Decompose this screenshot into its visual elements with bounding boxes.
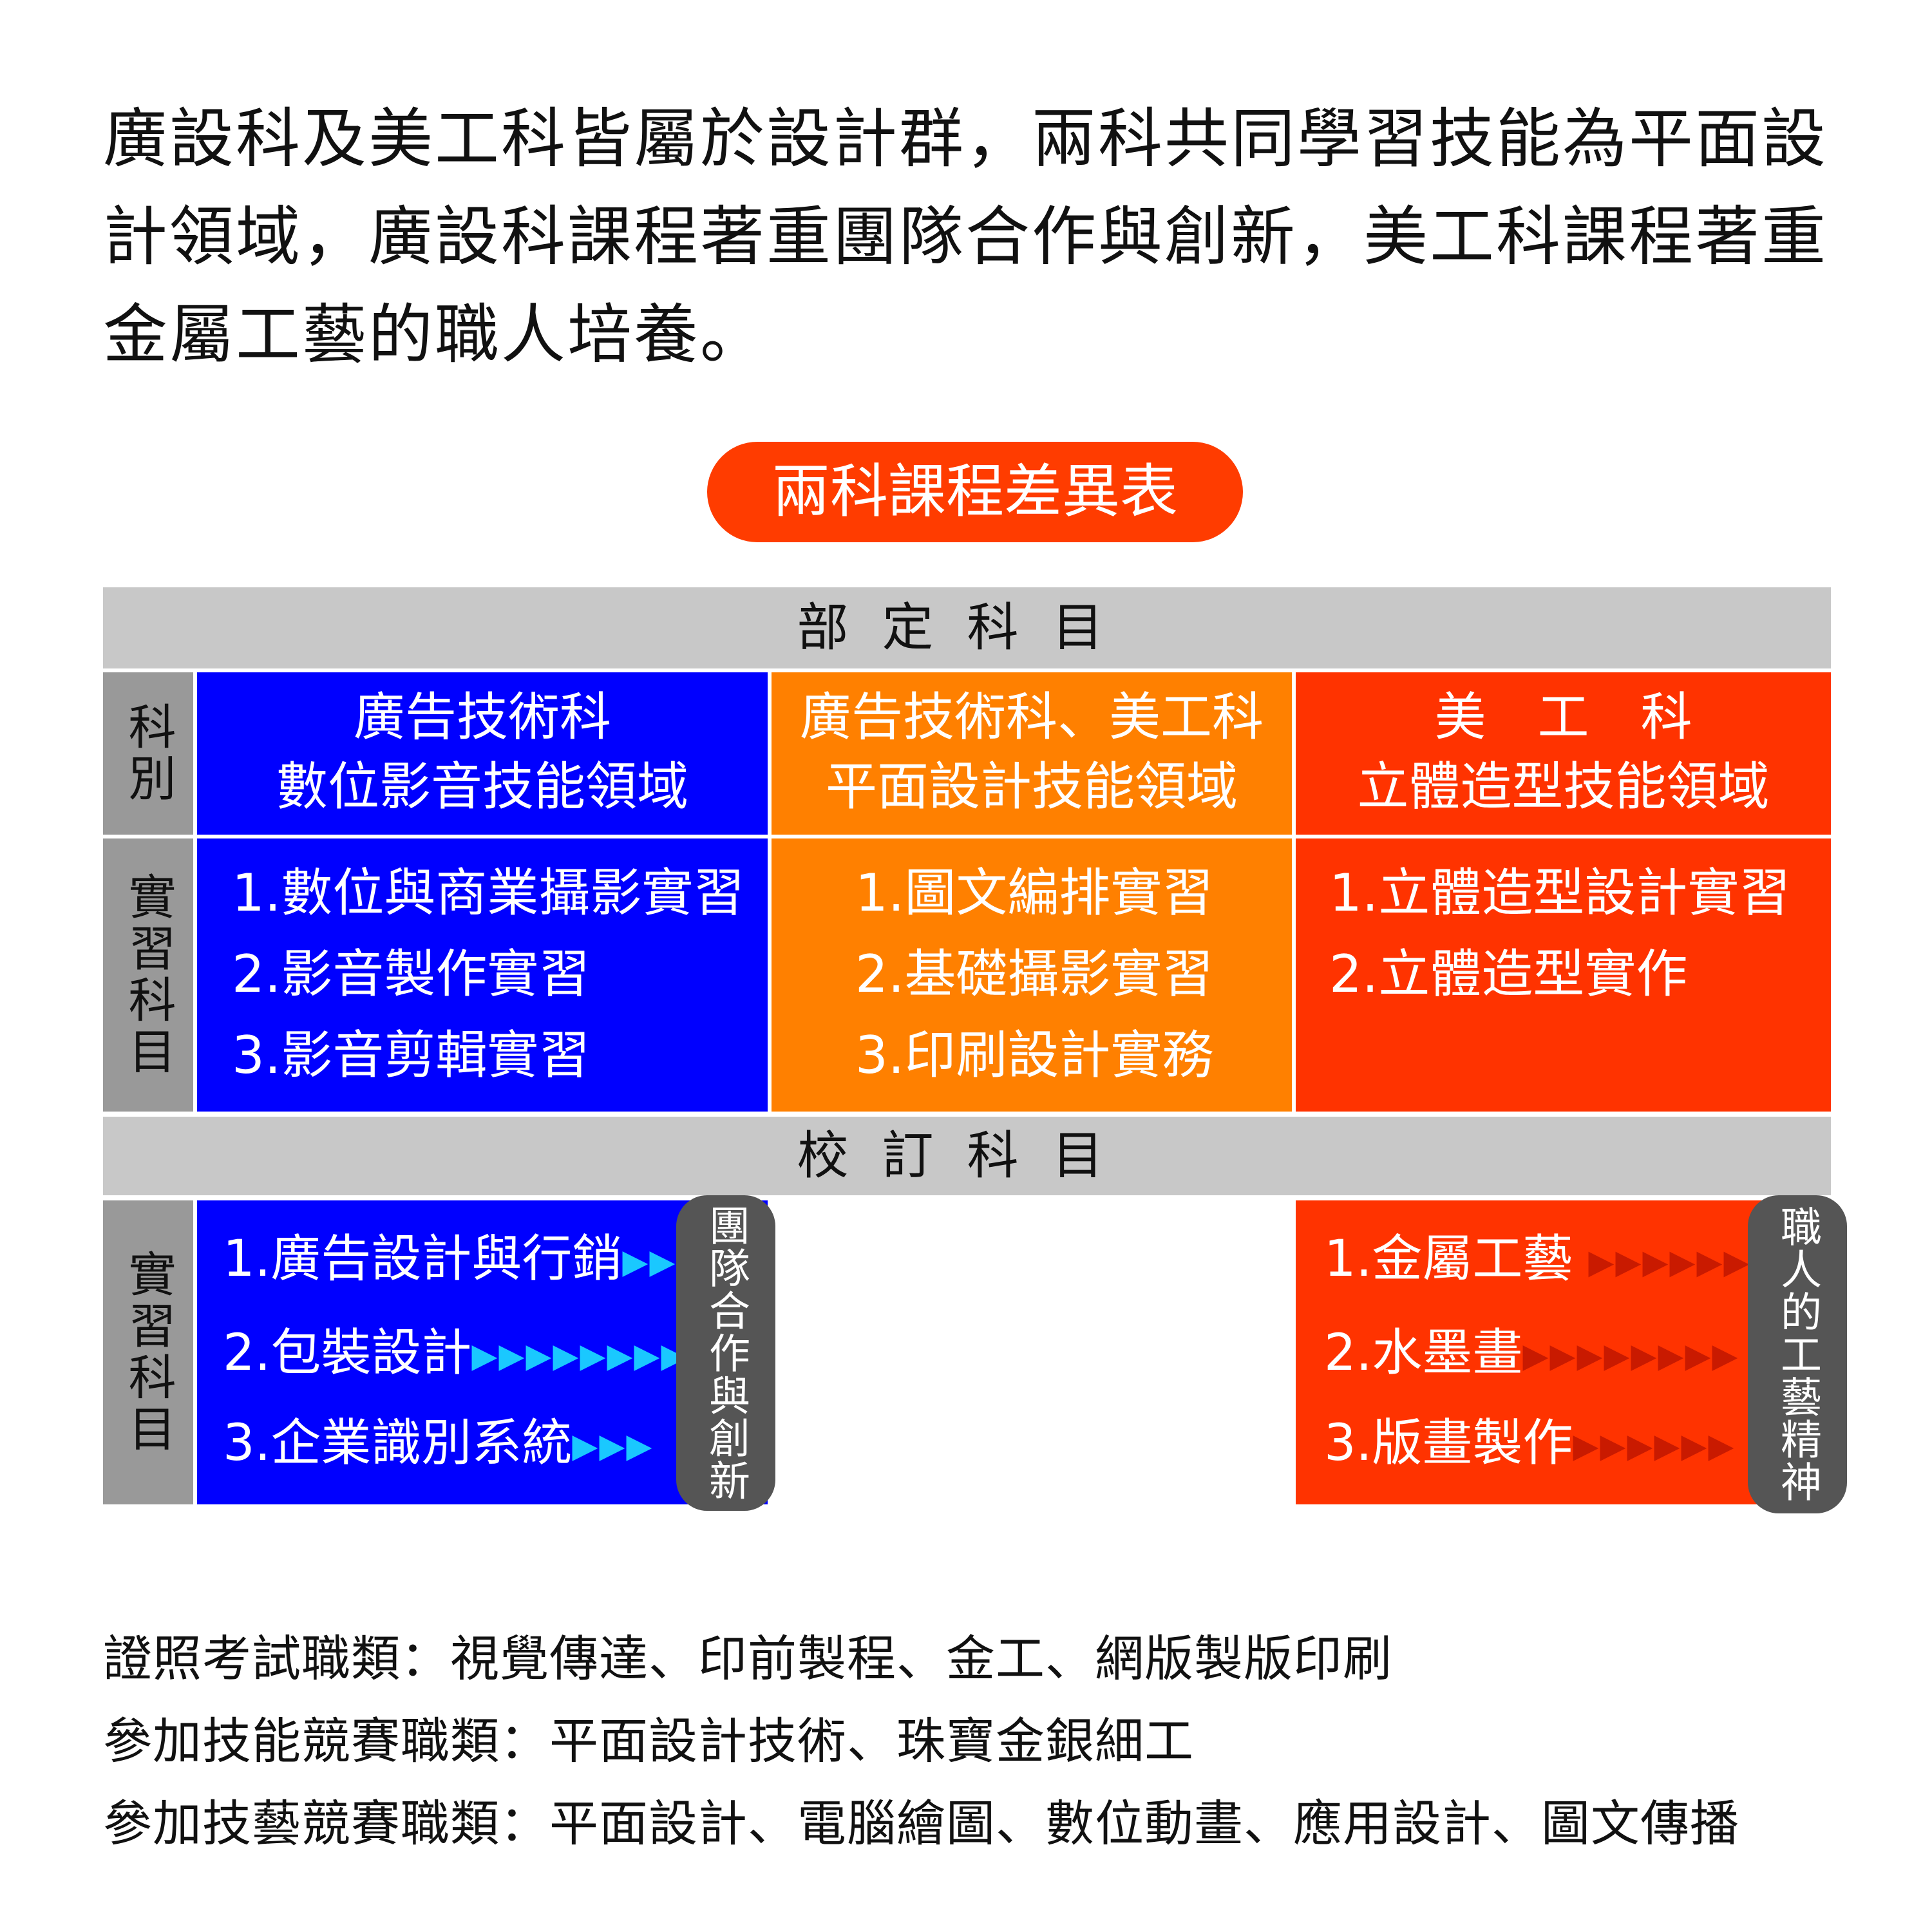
badge-teamwork: 團隊合作與創新 [676,1195,775,1511]
footer-line-skills-competition: 參加技能競賽職類：平面設計技術、珠寶金銀細工 [103,1712,1194,1770]
column-name-ad: 廣告技術科 [354,687,611,747]
list-item: 1.立體造型設計實習 [1329,863,1791,923]
side-label-category: 科別 [103,672,193,835]
arrows-icon: ▶▶▶▶▶▶▶▶ [1522,1336,1739,1376]
column-domain-shared: 平面設計技能領域 [826,757,1238,817]
list-item: 3.影音剪輯實習 [232,1025,591,1085]
badge-craftsmanship: 職人的工藝精神 [1748,1195,1847,1513]
column-name-art: 美 工 科 [1434,687,1692,747]
required-courses-ad: 1.數位與商業攝影實習 2.影音製作實習 3.影音剪輯實習 [197,838,768,1112]
school-course-row: 1.金屬工藝▶▶▶▶▶▶ [1324,1230,1751,1288]
school-course-row: 2.包裝設計▶▶▶▶▶▶▶▶ [223,1324,688,1382]
side-label-practice-school: 實習科目 [103,1200,193,1504]
list-item: 2.影音製作實習 [232,944,591,1004]
footer-notes: 證照考試職類：視覺傳達、印前製程、金工、網版製版印刷 參加技能競賽職類：平面設計… [103,1618,1739,1865]
school-courses-art [1296,1200,1831,1504]
arrows-icon: ▶▶▶ [572,1426,654,1466]
school-course-row: 2.水墨畫▶▶▶▶▶▶▶▶ [1324,1324,1739,1382]
footer-line-certification: 證照考試職類：視覺傳達、印前製程、金工、網版製版印刷 [103,1630,1392,1687]
list-item: 3.印刷設計實務 [855,1025,1214,1085]
section-required-band: 部定科目 [103,587,1831,668]
arrows-icon: ▶▶▶▶▶▶ [1573,1426,1736,1466]
list-item: 1.數位與商業攝影實習 [232,863,745,923]
arrows-icon: ▶▶ [622,1242,677,1282]
intro-paragraph: 廣設科及美工科皆屬於設計群，兩科共同學習技能為平面設計領域，廣設科課程著重團隊合… [103,101,1828,372]
school-course-row: 3.版畫製作▶▶▶▶▶▶ [1324,1414,1736,1472]
column-name-shared: 廣告技術科、美工科 [800,687,1264,747]
list-item: 2.基礎攝影實習 [855,944,1214,1004]
required-courses-art: 1.立體造型設計實習 2.立體造型實作 [1296,838,1831,1112]
school-course-row: 1.廣告設計與行銷▶▶ [223,1230,677,1288]
list-item: 2.立體造型實作 [1329,944,1688,1004]
arrows-icon: ▶▶▶▶▶▶ [1588,1242,1751,1282]
column-header-art: 美 工 科 立體造型技能領域 [1296,672,1831,835]
section-school-band: 校訂科目 [103,1117,1831,1195]
column-domain-art: 立體造型技能領域 [1357,757,1770,817]
column-header-ad: 廣告技術科 數位影音技能領域 [197,672,768,835]
side-label-practice: 實習科目 [103,838,193,1112]
column-header-shared: 廣告技術科、美工科 平面設計技能領域 [772,672,1292,835]
school-course-row: 3.企業識別系統▶▶▶ [223,1414,654,1472]
required-courses-shared: 1.圖文編排實習 2.基礎攝影實習 3.印刷設計實務 [772,838,1292,1112]
list-item: 1.圖文編排實習 [855,863,1214,923]
table-title-pill: 兩科課程差異表 [707,442,1243,542]
column-domain-ad: 數位影音技能領域 [276,757,688,817]
footer-line-arts-competition: 參加技藝競賽職類：平面設計、電腦繪圖、數位動畫、應用設計、圖文傳播 [103,1795,1739,1852]
arrows-icon: ▶▶▶▶▶▶▶▶ [471,1336,688,1376]
school-courses-ad [197,1200,768,1504]
